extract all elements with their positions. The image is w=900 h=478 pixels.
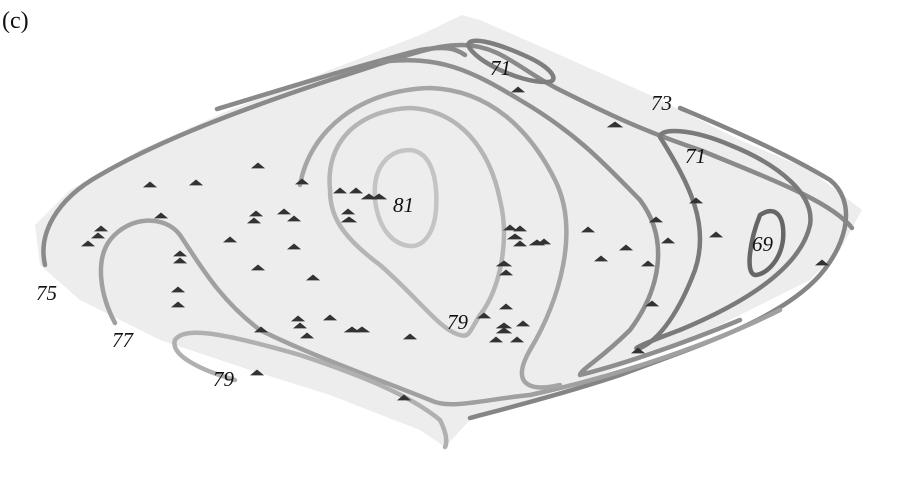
triangle-station-icon [80, 240, 96, 247]
contour-label: 75 [36, 281, 57, 305]
triangle-station-icon [488, 336, 504, 343]
contour-75 [41, 42, 855, 268]
triangle-station-icon [660, 237, 676, 244]
panel-label: (c) [2, 8, 29, 34]
triangle-station-icon [688, 197, 704, 204]
contour-label: 79 [447, 310, 469, 334]
triangle-station-icon [250, 264, 266, 271]
triangle-station-icon [276, 208, 292, 215]
triangle-station-icon [476, 312, 492, 319]
contour-81 [372, 147, 439, 249]
contour-69 [747, 208, 786, 278]
map-region [35, 15, 862, 447]
triangle-station-icon [172, 257, 188, 264]
triangle-station-icon [172, 250, 188, 257]
triangle-station-icon [250, 162, 266, 169]
triangle-station-icon [294, 178, 310, 185]
triangle-station-icon [286, 215, 302, 222]
triangle-station-icon [305, 274, 321, 281]
triangle-station-icon [253, 326, 269, 333]
contour-label: 81 [393, 193, 414, 217]
contour-71-top [465, 38, 556, 85]
triangle-station-icon [348, 187, 364, 194]
contour-79 [327, 105, 507, 338]
contour-label: 71 [490, 56, 511, 80]
triangle-station-icon [290, 315, 306, 322]
contour-label: 73 [651, 91, 672, 115]
triangle-station-icon [292, 322, 308, 329]
contour-label: 77 [112, 328, 135, 352]
triangle-station-icon [498, 303, 514, 310]
triangle-station-icon [170, 301, 186, 308]
contour-75-right [377, 58, 743, 378]
triangle-station-icon [90, 232, 106, 239]
triangle-station-icon [606, 121, 624, 128]
contour-71-right [634, 128, 813, 351]
triangle-station-icon [502, 224, 518, 231]
triangle-station-icon [580, 226, 596, 233]
triangle-station-icon [188, 179, 204, 186]
triangle-station-icon [814, 259, 830, 266]
triangle-station-icon [648, 216, 664, 223]
triangle-station-icon [512, 225, 528, 232]
triangle-station-icon [340, 208, 356, 215]
contour-73 [467, 105, 849, 421]
triangle-station-icon [402, 333, 418, 340]
triangle-station-icon [506, 233, 524, 240]
triangle-station-icon [644, 300, 660, 307]
triangle-station-icon [370, 193, 388, 200]
triangle-station-icon [222, 236, 238, 243]
triangle-station-icon [142, 181, 158, 188]
triangle-station-icon [536, 238, 552, 245]
contour-label: 71 [685, 144, 706, 168]
triangle-station-icon [153, 212, 169, 219]
triangle-station-icon [340, 216, 358, 223]
triangle-station-icon [512, 240, 528, 247]
triangle-station-icon [343, 326, 361, 333]
triangle-station-icon [396, 394, 412, 401]
triangle-station-icon [618, 244, 634, 251]
triangle-station-icon [246, 217, 262, 224]
triangle-station-icon [630, 347, 646, 354]
triangle-station-icon [593, 255, 609, 262]
triangle-station-icon [249, 369, 265, 376]
triangle-station-icon [353, 326, 371, 333]
contour-73-upper [214, 45, 468, 112]
triangle-station-icon [332, 187, 348, 194]
contour-label: 79 [213, 367, 235, 391]
triangle-station-icon [360, 193, 378, 200]
station-markers [80, 86, 830, 401]
triangle-station-icon [322, 314, 338, 321]
triangle-station-icon [509, 336, 525, 343]
contour-label: 69 [752, 232, 774, 256]
triangle-station-icon [299, 332, 315, 339]
triangle-station-icon [495, 327, 513, 334]
triangle-station-icon [495, 260, 513, 267]
triangle-station-icon [515, 320, 531, 327]
contour-77 [98, 218, 783, 407]
triangle-station-icon [286, 243, 302, 250]
contour-77-mid [297, 85, 569, 390]
contour-labels: 71 73 71 81 69 75 79 77 79 [36, 56, 774, 391]
triangle-station-icon [248, 210, 264, 217]
contour-79-lower [172, 330, 449, 450]
triangle-station-icon [170, 286, 186, 293]
triangle-station-icon [510, 86, 526, 93]
triangle-station-icon [708, 231, 724, 238]
triangle-station-icon [498, 269, 514, 276]
triangle-station-icon [93, 225, 109, 232]
triangle-station-icon [640, 260, 656, 267]
